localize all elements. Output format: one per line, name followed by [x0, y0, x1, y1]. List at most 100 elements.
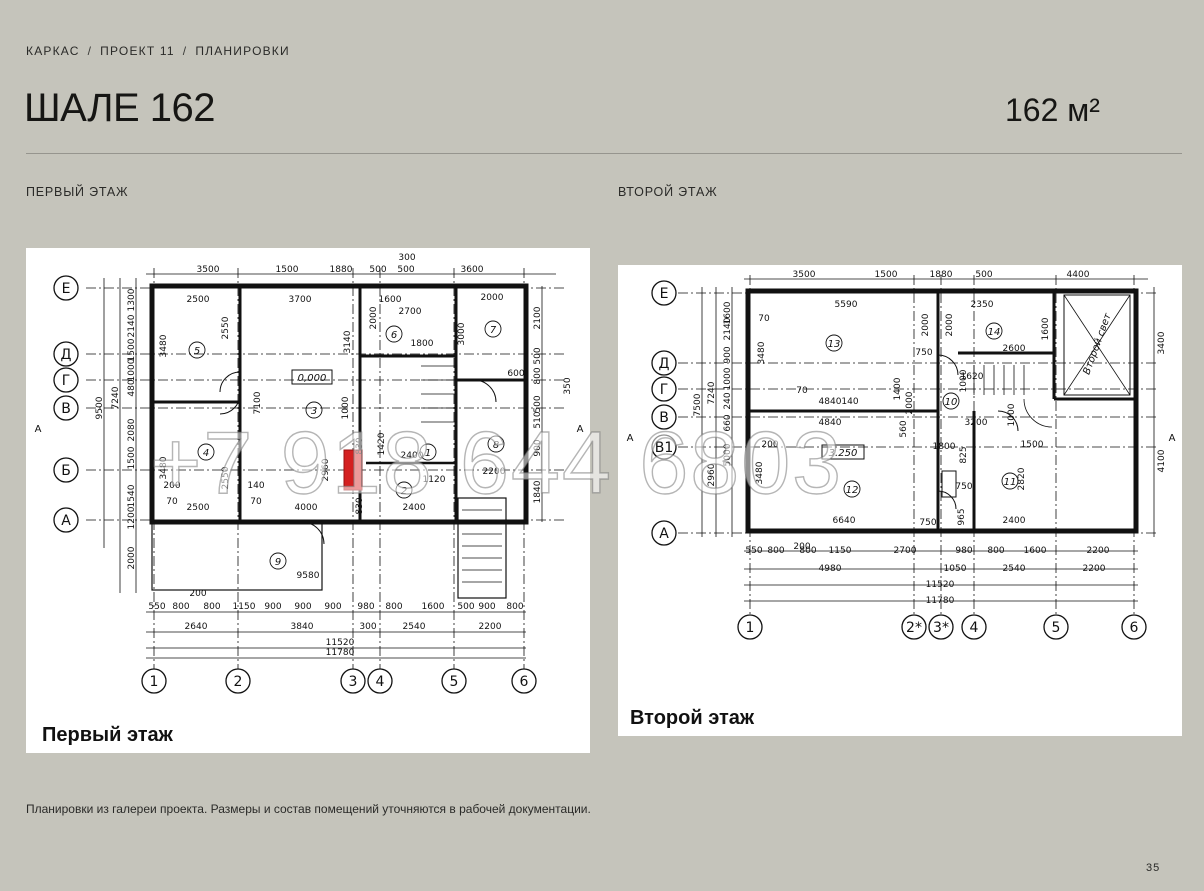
axis-letter-bubble: [651, 520, 677, 546]
dimension-label: 1150: [829, 546, 852, 556]
axis-letter-bubble: [53, 275, 79, 301]
dimension-label: 2200: [483, 467, 506, 477]
axis-number-bubble-label: 3*: [933, 620, 949, 636]
dimension-label: 7100: [253, 391, 263, 414]
axis-letter-bubble: [651, 434, 677, 460]
dimension-label: 3000: [457, 322, 467, 345]
dimension-label: 2080: [127, 418, 137, 441]
dimension-label: 1600: [1024, 546, 1047, 556]
dimension-label: 510: [533, 411, 543, 428]
dimension-label: 3700: [289, 295, 312, 305]
room-number-circle: [419, 443, 437, 461]
room-number: 11: [1004, 477, 1017, 488]
dimension-label: 3480: [159, 334, 169, 357]
dimension-label: 1800: [411, 339, 434, 349]
axis-number-bubble-label: 4: [376, 674, 385, 690]
room-number-circle: [484, 320, 502, 338]
room-number-circle: [985, 322, 1003, 340]
dimension-label: 2640: [185, 622, 208, 632]
page-number: 35: [1146, 862, 1161, 874]
dimension-label: 480: [127, 379, 137, 396]
dimension-label: 3140: [343, 330, 353, 353]
dimension-label: 500: [369, 265, 386, 275]
dimension-label: 7240: [111, 386, 121, 409]
footnote: Планировки из галереи проекта. Размеры и…: [26, 802, 591, 816]
dimension-label: 1500: [127, 338, 137, 361]
dimension-label: 2100: [533, 306, 543, 329]
void-label: Второй свет: [1081, 311, 1114, 376]
room-number: 5: [194, 346, 200, 357]
dimension-label: 1200: [127, 506, 137, 529]
dimension-label: 1600: [1041, 317, 1051, 340]
dimension-label: 4100: [1157, 449, 1167, 472]
dimension-label: 900: [723, 346, 733, 363]
room-number: 12: [846, 485, 859, 496]
dimension-label: 500: [397, 265, 414, 275]
dimension-label: 2960: [321, 458, 331, 481]
dimension-label: 4000: [295, 503, 318, 513]
axis-number-bubble: [1043, 614, 1069, 640]
dimension-label: 4840: [819, 397, 842, 407]
dimension-label: 1120: [423, 475, 446, 485]
axis-number-bubble: [737, 614, 763, 640]
breadcrumb-item-project[interactable]: ПРОЕКТ 11: [100, 44, 175, 58]
dimension-label: 750: [915, 348, 932, 358]
dimension-label: 3480: [755, 461, 765, 484]
first-floor-caption: Первый этаж: [42, 724, 173, 746]
axis-number-bubble-label: 5: [450, 674, 459, 690]
dimension-label: 2820: [1017, 467, 1027, 490]
breadcrumb-item-karkas[interactable]: КАРКАС: [26, 44, 80, 58]
dimension-label: 2000: [127, 546, 137, 569]
axis-number-bubble-label: 1: [150, 674, 159, 690]
dimension-label: 1000: [1007, 403, 1017, 426]
dimension-label: 7500: [693, 393, 703, 416]
outer-wall: [149, 283, 529, 525]
dimension-label: 6640: [833, 516, 856, 526]
axis-number-bubble: [367, 668, 393, 694]
dimension-label: 1880: [330, 265, 353, 275]
room-number: 7: [490, 325, 497, 336]
dimension-label: 980: [357, 602, 374, 612]
header-divider: [26, 153, 1182, 154]
dimension-label: 70: [166, 497, 178, 507]
dimension-label: 2140: [723, 317, 733, 340]
dimension-label: 550: [745, 546, 762, 556]
room-number-circle: [269, 552, 287, 570]
dimension-label: 4840: [819, 418, 842, 428]
axis-letter-bubble-label: Д: [659, 356, 670, 372]
dimension-label: 1000: [127, 358, 137, 381]
axis-letter-bubble: [651, 404, 677, 430]
dimension-label: 750: [919, 518, 936, 528]
dimension-label: 140: [841, 397, 858, 407]
dimension-label: 500: [533, 347, 543, 364]
dimension-label: 2400: [401, 451, 424, 461]
section-mark: А: [577, 424, 584, 435]
dimension-label: 3400: [1157, 331, 1167, 354]
fireplace: [343, 449, 363, 491]
dimension-label: 4980: [819, 564, 842, 574]
dimension-label: 1000: [341, 396, 351, 419]
dimension-label: 2700: [894, 546, 917, 556]
room-number: 6: [391, 330, 397, 341]
dimension-label: 2400: [1003, 516, 1026, 526]
breadcrumb-item-plans: ПЛАНИРОВКИ: [195, 44, 290, 58]
room-number: 9: [275, 557, 281, 568]
dimension-label: 800: [203, 602, 220, 612]
dimension-label: 2540: [403, 622, 426, 632]
dimension-label: 2500: [187, 503, 210, 513]
dimension-label: 965: [957, 508, 967, 525]
room-number: 14: [988, 327, 1001, 338]
axis-letter-bubble-label: В1: [655, 440, 674, 456]
dimension-label: 2200: [1083, 564, 1106, 574]
dimension-label: 11780: [926, 596, 955, 606]
dimension-label: 750: [955, 482, 972, 492]
room-number-circle: [395, 481, 413, 499]
dimension-label: 3600: [461, 265, 484, 275]
axis-letter-bubble-label: Д: [61, 347, 72, 363]
axis-letter-bubble: [53, 507, 79, 533]
room-number-circle: [305, 401, 323, 419]
dimension-label: 980: [955, 546, 972, 556]
